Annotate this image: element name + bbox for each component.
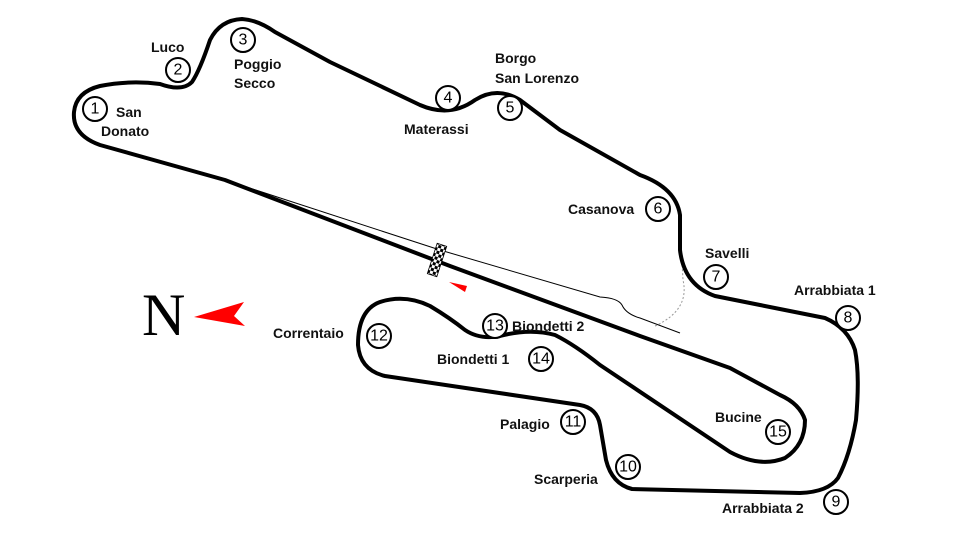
- svg-text:15: 15: [769, 424, 787, 441]
- svg-text:Poggio: Poggio: [234, 56, 281, 72]
- corner-9: 9 Arrabbiata 2: [722, 489, 849, 516]
- svg-text:Borgo: Borgo: [495, 50, 536, 66]
- svg-text:8: 8: [844, 310, 853, 327]
- svg-text:Biondetti 2: Biondetti 2: [512, 318, 585, 334]
- corner-6: 6 Casanova: [568, 196, 671, 222]
- circuit-track: [71, 17, 860, 495]
- corner-12: 12 Correntaio: [273, 323, 392, 349]
- svg-text:12: 12: [370, 328, 388, 345]
- svg-text:10: 10: [619, 459, 637, 476]
- svg-text:Scarperia: Scarperia: [534, 471, 598, 487]
- svg-text:14: 14: [532, 351, 550, 368]
- corner-1: 1 San Donato: [82, 96, 149, 139]
- svg-text:9: 9: [832, 494, 841, 511]
- corner-2: 2 Luco: [151, 39, 191, 83]
- svg-text:Arrabbiata 2: Arrabbiata 2: [722, 500, 804, 516]
- svg-text:Correntaio: Correntaio: [273, 325, 344, 341]
- svg-text:Palagio: Palagio: [500, 416, 550, 432]
- svg-text:1: 1: [91, 101, 100, 118]
- svg-text:Bucine: Bucine: [715, 409, 762, 425]
- corner-3: 3 Poggio Secco: [230, 27, 281, 91]
- svg-text:Secco: Secco: [234, 75, 275, 91]
- svg-text:13: 13: [486, 318, 504, 335]
- corner-8: 8 Arrabbiata 1: [794, 282, 876, 331]
- corner-10: 10 Scarperia: [534, 454, 641, 487]
- svg-text:6: 6: [654, 201, 663, 218]
- direction-marker-icon: [449, 282, 467, 292]
- north-arrow-icon: [194, 302, 245, 326]
- corner-7: 7 Savelli: [703, 245, 749, 290]
- corner-14: 14 Biondetti 1: [437, 346, 554, 372]
- corner-4: 4 Materassi: [404, 85, 469, 137]
- pit-lane: [224, 179, 681, 334]
- corner-5: 5 Borgo San Lorenzo: [495, 50, 579, 121]
- north-letter: N: [142, 282, 185, 348]
- svg-text:2: 2: [174, 62, 183, 79]
- svg-text:Biondetti 1: Biondetti 1: [437, 351, 510, 367]
- svg-text:San Lorenzo: San Lorenzo: [495, 70, 579, 86]
- corner-15: 15 Bucine: [715, 409, 791, 445]
- svg-text:Donato: Donato: [101, 123, 149, 139]
- start-finish-flag-icon: [426, 242, 448, 278]
- corner-13: 13 Biondetti 2: [482, 313, 585, 339]
- svg-text:7: 7: [712, 269, 721, 286]
- svg-text:Savelli: Savelli: [705, 245, 749, 261]
- svg-text:4: 4: [444, 90, 453, 107]
- svg-text:Arrabbiata 1: Arrabbiata 1: [794, 282, 876, 298]
- svg-text:11: 11: [565, 414, 582, 431]
- corner-11: 11 Palagio: [500, 409, 586, 435]
- pit-exit-dashed: [654, 261, 685, 327]
- svg-text:San: San: [116, 104, 142, 120]
- svg-text:5: 5: [506, 100, 515, 117]
- svg-text:Casanova: Casanova: [568, 201, 634, 217]
- svg-text:Luco: Luco: [151, 39, 184, 55]
- svg-text:3: 3: [239, 32, 248, 49]
- svg-text:Materassi: Materassi: [404, 121, 469, 137]
